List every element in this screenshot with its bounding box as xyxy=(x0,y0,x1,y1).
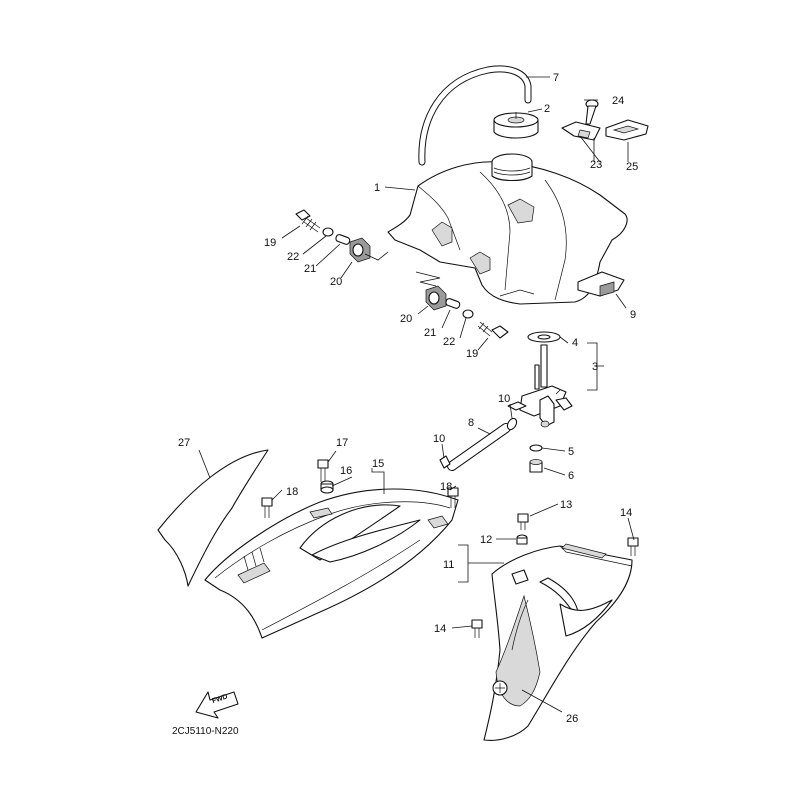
breather-hose xyxy=(418,65,532,166)
callout-23: 23 xyxy=(590,159,602,171)
callout-21-lower: 21 xyxy=(424,327,436,339)
callout-3: 3 xyxy=(592,361,598,373)
bracket-23 xyxy=(561,121,601,141)
fuel-pipe-8 xyxy=(447,423,511,471)
callout-14-lower: 14 xyxy=(434,623,446,635)
callout-11: 11 xyxy=(443,559,454,571)
callout-16: 16 xyxy=(340,465,352,477)
collar-12 xyxy=(516,534,528,545)
callout-20-lower: 20 xyxy=(400,313,412,325)
grommet-20-lower xyxy=(425,285,447,311)
screw-6 xyxy=(529,459,543,473)
callout-12: 12 xyxy=(480,534,492,546)
callout-1: 1 xyxy=(374,182,380,194)
fuel-tank xyxy=(387,153,628,305)
callout-17: 17 xyxy=(336,437,348,449)
leader-lines xyxy=(198,76,635,713)
callout-22-upper: 22 xyxy=(287,251,299,263)
band-9 xyxy=(577,271,625,297)
fuel-cap xyxy=(493,112,539,139)
washer-5 xyxy=(529,444,543,452)
mount-bolt-19-lower xyxy=(477,321,509,339)
callout-10-upper: 10 xyxy=(498,393,510,405)
callout-18-left: 18 xyxy=(286,486,298,498)
callout-labels: 1 2 3 4 5 6 7 8 9 10 10 11 12 13 14 14 1… xyxy=(178,72,638,725)
mount-bolt-19-upper xyxy=(295,209,321,233)
callout-19-upper: 19 xyxy=(264,237,276,249)
side-cover-11 xyxy=(483,543,633,741)
fwd-arrow: FWD xyxy=(195,691,239,719)
callout-25: 25 xyxy=(626,161,638,173)
side-cover-15 xyxy=(204,488,459,639)
bolt-14-right xyxy=(627,537,639,556)
callout-4: 4 xyxy=(572,337,578,349)
diagram-code: 2CJ5110-N220 xyxy=(172,726,239,737)
gasket-4 xyxy=(527,331,561,343)
bolt-24 xyxy=(585,99,599,125)
collar-21-upper xyxy=(335,234,351,245)
callout-7: 7 xyxy=(553,72,559,84)
fwd-label: FWD xyxy=(211,693,228,705)
callout-6: 6 xyxy=(568,470,574,482)
callout-20-upper: 20 xyxy=(330,276,342,288)
callout-22-lower: 22 xyxy=(443,336,455,348)
bolt-18-left xyxy=(261,497,273,518)
callout-10-lower: 10 xyxy=(433,433,445,445)
fuel-cock-3 xyxy=(507,344,573,428)
damper-25 xyxy=(605,119,649,141)
callout-13: 13 xyxy=(560,499,572,511)
callout-24: 24 xyxy=(612,95,624,107)
callout-8: 8 xyxy=(468,417,474,429)
collar-16 xyxy=(320,480,334,494)
washer-22-lower xyxy=(462,309,474,319)
bolt-13 xyxy=(517,513,529,530)
callout-14-right: 14 xyxy=(620,507,632,519)
washer-22-upper xyxy=(322,227,334,237)
callout-27: 27 xyxy=(178,437,190,449)
callout-5: 5 xyxy=(568,446,574,458)
decal-26 xyxy=(492,594,541,707)
callout-21-upper: 21 xyxy=(304,263,316,275)
grommet-20-upper xyxy=(349,237,371,263)
bolt-17 xyxy=(317,459,329,482)
collar-21-lower xyxy=(445,298,461,309)
callout-2: 2 xyxy=(544,103,550,115)
callout-18-right: 18 xyxy=(440,481,452,493)
bolt-14-lower xyxy=(471,619,483,638)
callout-26: 26 xyxy=(566,713,578,725)
callout-15: 15 xyxy=(372,458,384,470)
callout-9: 9 xyxy=(630,309,636,321)
callout-19-lower: 19 xyxy=(466,348,478,360)
decal-27 xyxy=(157,449,269,587)
clip-10-upper xyxy=(506,417,518,431)
